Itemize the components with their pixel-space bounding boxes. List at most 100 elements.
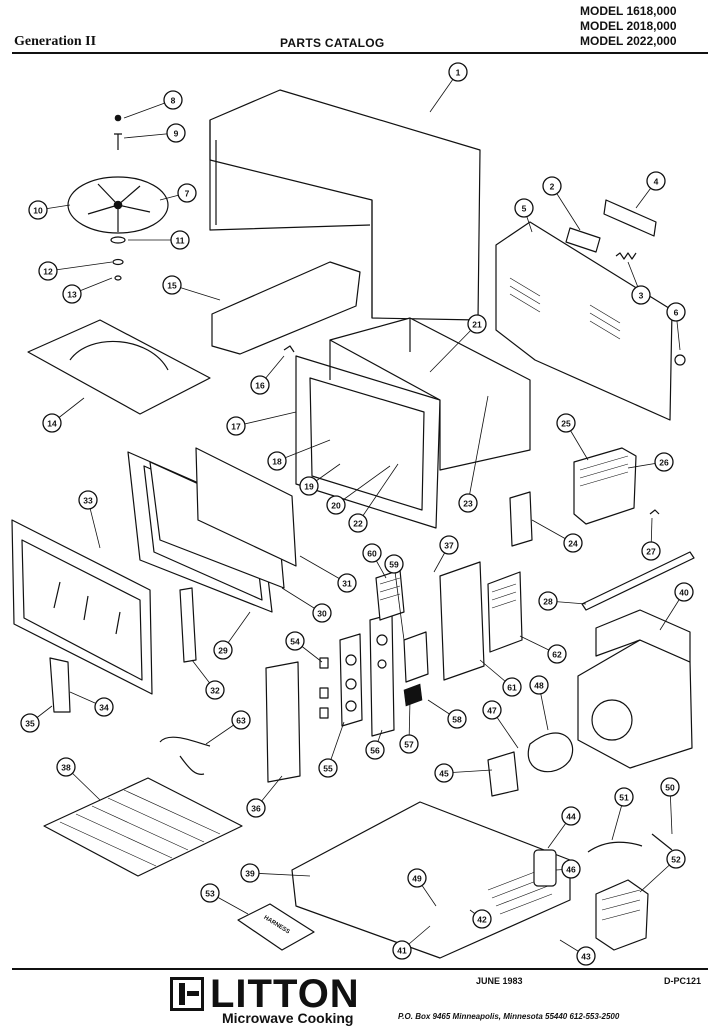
part-callout-4: 4	[646, 171, 666, 191]
callout-number: 58	[452, 715, 462, 725]
callout-bubble	[326, 495, 346, 515]
callout-number: 7	[185, 189, 190, 199]
part-callout-13: 13	[62, 284, 82, 304]
part-callout-5: 5	[514, 198, 534, 218]
callout-bubble	[542, 176, 562, 196]
catalog-code: D-PC121	[664, 976, 702, 986]
callout-number: 59	[389, 560, 399, 570]
part-callout-26: 26	[654, 452, 674, 472]
part-callout-47: 47	[482, 700, 502, 720]
callout-number: 37	[444, 541, 454, 551]
callout-bubble	[177, 183, 197, 203]
part-callout-34: 34	[94, 697, 114, 717]
part-callout-29: 29	[213, 640, 233, 660]
callout-bubble	[561, 859, 581, 879]
callout-bubble	[312, 603, 332, 623]
callout-number: 17	[231, 422, 241, 432]
part-callout-58: 58	[447, 709, 467, 729]
company-address: P.O. Box 9465 Minneapolis, Minnesota 554…	[398, 1012, 620, 1021]
callout-number: 60	[367, 549, 377, 559]
callout-bubble	[94, 697, 114, 717]
callout-bubble	[563, 533, 583, 553]
callout-bubble	[538, 591, 558, 611]
callout-number: 47	[487, 706, 497, 716]
part-drawings: HARNESS	[11, 89, 695, 959]
part-callout-63: 63	[231, 710, 251, 730]
callout-number: 6	[674, 308, 679, 318]
callout-number: 4	[654, 177, 659, 187]
part-callout-41: 41	[392, 940, 412, 960]
callout-number: 38	[61, 763, 71, 773]
leader-line	[429, 323, 478, 373]
callout-number: 61	[507, 683, 517, 693]
callout-bubble	[299, 476, 319, 496]
callout-number: 8	[171, 96, 176, 106]
callout-number: 14	[47, 419, 57, 429]
callout-number: 42	[477, 915, 487, 925]
page-title: PARTS CATALOG	[280, 36, 385, 50]
part-callout-49: 49	[407, 868, 427, 888]
callout-number: 54	[290, 637, 300, 647]
part-callout-17: 17	[226, 416, 246, 436]
callout-bubble	[654, 452, 674, 472]
callout-number: 55	[323, 764, 333, 774]
callout-bubble	[407, 868, 427, 888]
callout-number: 33	[83, 496, 93, 506]
callout-number: 50	[665, 783, 675, 793]
callout-number: 57	[404, 740, 414, 750]
callout-number: 40	[679, 588, 689, 598]
callout-number: 9	[174, 129, 179, 139]
part-callout-9: 9	[166, 123, 186, 143]
callout-bubble	[674, 582, 694, 602]
callout-bubble	[170, 230, 190, 250]
callout-bubble	[666, 302, 686, 322]
header-rule	[12, 52, 708, 54]
callout-bubble	[240, 863, 260, 883]
callout-number: 11	[176, 236, 185, 246]
callout-number: 25	[561, 419, 571, 429]
callout-bubble	[205, 680, 225, 700]
part-callout-38: 38	[56, 757, 76, 777]
callout-number: 46	[566, 865, 576, 875]
callout-number: 31	[342, 579, 352, 589]
callout-bubble	[458, 493, 478, 513]
callout-number: 3	[639, 291, 644, 301]
callout-bubble	[226, 416, 246, 436]
callout-bubble	[78, 490, 98, 510]
leader-line	[47, 261, 113, 272]
part-callout-10: 10	[28, 200, 48, 220]
callout-bubble	[162, 275, 182, 295]
callout-number: 18	[272, 457, 282, 467]
callout-bubble	[163, 90, 183, 110]
part-callout-40: 40	[674, 582, 694, 602]
callout-number: 2	[550, 182, 555, 192]
callout-number: 48	[534, 681, 544, 691]
part-callout-52: 52	[666, 849, 686, 869]
part-callout-42: 42	[472, 909, 492, 929]
callout-bubble	[20, 713, 40, 733]
part-callout-23: 23	[458, 493, 478, 513]
part-callout-11: 11	[170, 230, 190, 250]
leader-line	[335, 465, 391, 506]
callout-number: 52	[671, 855, 681, 865]
part-callout-57: 57	[399, 734, 419, 754]
part-callout-55: 55	[318, 758, 338, 778]
part-callout-19: 19	[299, 476, 319, 496]
callout-number: 36	[251, 804, 261, 814]
callouts: 1234567891011121314151617181920212223242…	[20, 62, 694, 966]
callout-number: 1	[456, 68, 461, 78]
part-callout-12: 12	[38, 261, 58, 281]
part-callout-62: 62	[547, 644, 567, 664]
part-callout-59: 59	[384, 554, 404, 574]
litton-logo-icon	[170, 977, 204, 1011]
part-callout-3: 3	[631, 285, 651, 305]
callout-bubble	[646, 171, 666, 191]
callout-bubble	[666, 849, 686, 869]
part-callout-7: 7	[177, 183, 197, 203]
brand-subtitle: Microwave Cooking	[222, 1010, 354, 1026]
part-callout-53: 53	[200, 883, 220, 903]
part-callout-31: 31	[337, 573, 357, 593]
callout-number: 43	[581, 952, 591, 962]
part-callout-51: 51	[614, 787, 634, 807]
callout-bubble	[399, 734, 419, 754]
